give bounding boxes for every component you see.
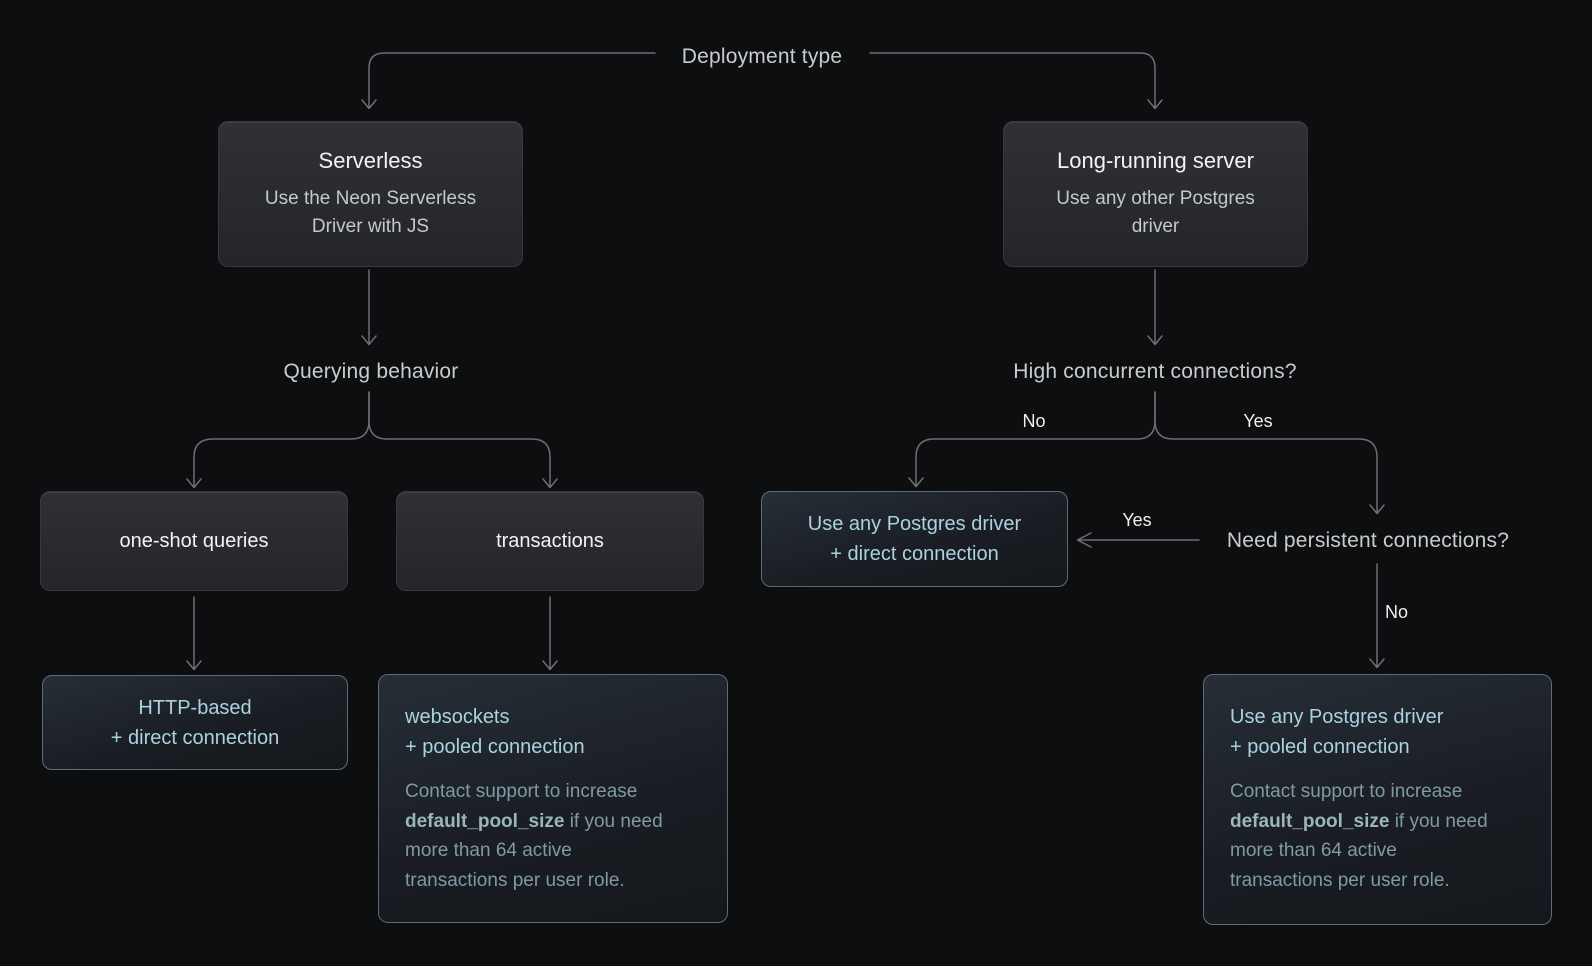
- node-websockets-pooled-line1: websockets: [405, 706, 510, 728]
- node-serverless: Serverless Use the Neon Serverless Drive…: [218, 121, 523, 267]
- node-http-direct-line2: + direct connection: [110, 726, 280, 749]
- note-text-after: if you need more than 64 active transact…: [405, 810, 663, 891]
- connector-highconcurrent-split-no: [908, 391, 1156, 488]
- node-one-shot-queries-title: one-shot queries: [119, 530, 269, 552]
- connector-querying-split-left: [186, 391, 370, 489]
- connector-persistent-yes-to-direct: [1076, 532, 1200, 548]
- node-long-running-subtitle: Use any other Postgres driver: [1056, 188, 1255, 237]
- label-high-concurrent-connections: High concurrent connections?: [1013, 360, 1297, 383]
- node-http-direct-line1: HTTP-based: [138, 696, 252, 719]
- connector-oneshot-to-http: [186, 596, 202, 671]
- node-websockets-pooled-line2: + pooled connection: [405, 736, 585, 758]
- label-need-persistent-connections: Need persistent connections?: [1226, 529, 1510, 552]
- connector-deployment-to-serverless: [361, 52, 656, 110]
- label-querying-behavior: Querying behavior: [283, 360, 459, 383]
- node-any-driver-direct: Use any Postgres driver + direct connect…: [761, 491, 1068, 587]
- node-transactions: transactions: [396, 491, 704, 591]
- node-serverless-subtitle: Use the Neon Serverless Driver with JS: [264, 188, 477, 237]
- node-any-driver-pooled-line2: + pooled connection: [1230, 736, 1410, 758]
- default-pool-size-code: default_pool_size: [1230, 810, 1390, 832]
- connector-serverless-to-querying: [361, 269, 377, 346]
- node-long-running-title: Long-running server: [1057, 148, 1254, 173]
- branch-label-yes-right: Yes: [1243, 411, 1273, 431]
- branch-label-yes-horizontal: Yes: [1122, 510, 1152, 530]
- connector-querying-split-right: [368, 391, 558, 489]
- connector-transactions-to-websockets: [542, 596, 558, 671]
- node-any-driver-pooled-line1: Use any Postgres driver: [1230, 706, 1444, 728]
- default-pool-size-code: default_pool_size: [405, 810, 565, 832]
- node-any-driver-direct-line2: + direct connection: [830, 543, 999, 565]
- node-websockets-pooled: websockets + pooled connection Contact s…: [378, 674, 728, 923]
- branch-label-no-left: No: [1022, 411, 1046, 431]
- node-websockets-pooled-note: Contact support to increase default_pool…: [405, 777, 665, 895]
- note-text-after: if you need more than 64 active transact…: [1230, 810, 1488, 891]
- node-transactions-title: transactions: [496, 530, 604, 552]
- connector-highconcurrent-split-yes: [1154, 391, 1385, 515]
- connector-longrunning-to-highconcurrent: [1147, 269, 1163, 346]
- branch-label-no-down: No: [1385, 602, 1409, 622]
- node-any-driver-pooled: Use any Postgres driver + pooled connect…: [1203, 674, 1552, 925]
- note-text-before: Contact support to increase: [1230, 781, 1463, 802]
- node-long-running-server: Long-running server Use any other Postgr…: [1003, 121, 1308, 267]
- node-any-driver-pooled-note: Contact support to increase default_pool…: [1230, 777, 1490, 895]
- connector-deployment-to-longrunning: [869, 52, 1163, 110]
- node-any-driver-direct-line1: Use any Postgres driver: [807, 513, 1022, 535]
- node-one-shot-queries: one-shot queries: [40, 491, 348, 591]
- label-deployment-type: Deployment type: [681, 45, 843, 68]
- connector-persistent-no-down: [1369, 563, 1385, 669]
- node-http-direct: HTTP-based + direct connection: [42, 675, 348, 770]
- node-serverless-title: Serverless: [318, 148, 423, 173]
- note-text-before: Contact support to increase: [405, 781, 638, 802]
